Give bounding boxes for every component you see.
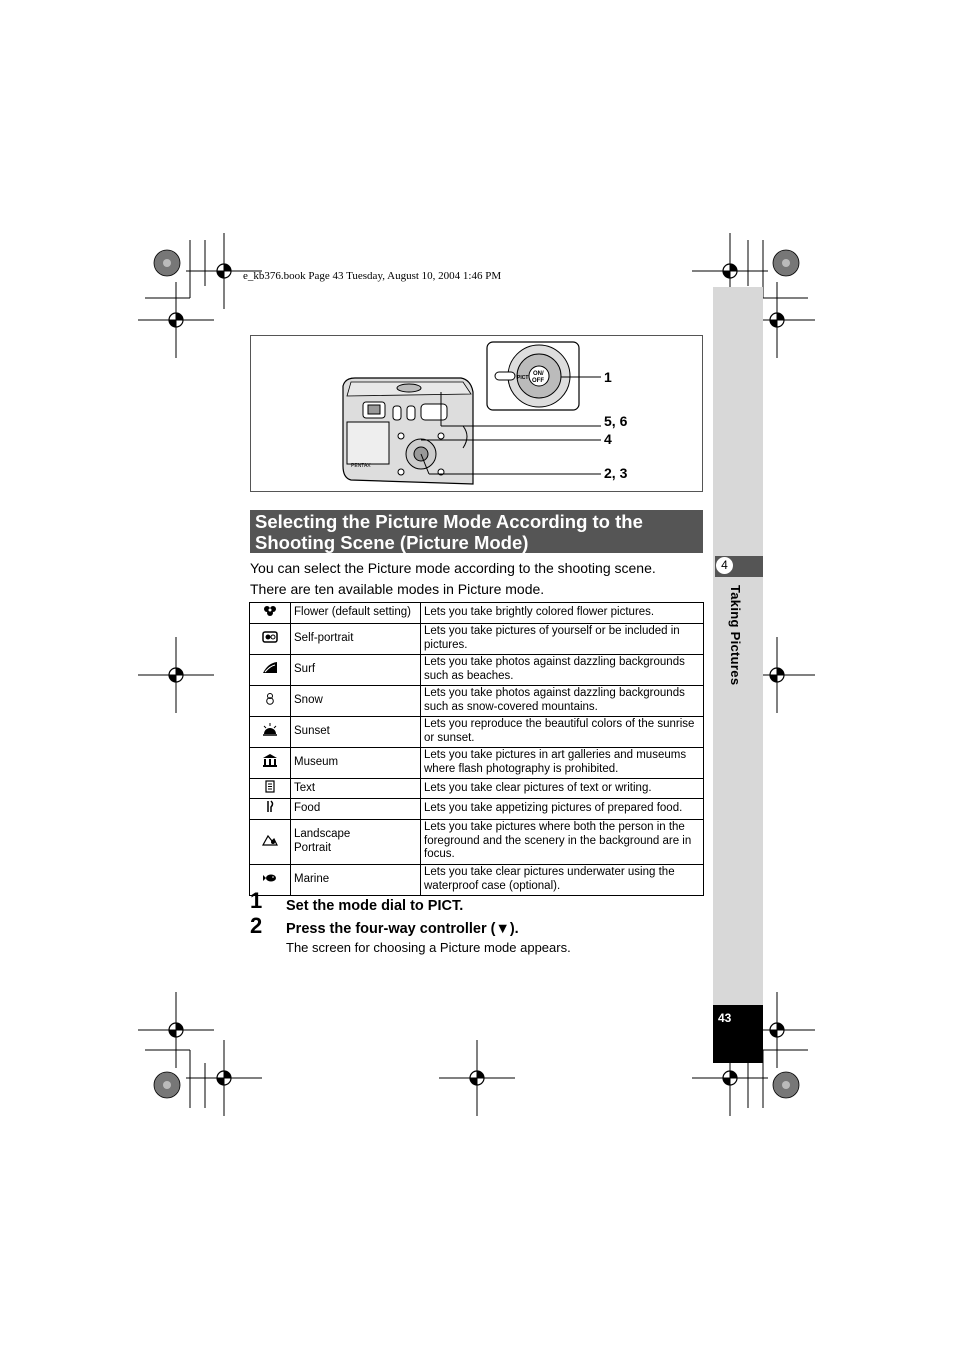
mode-name: Sunset <box>290 715 421 748</box>
intro-paragraph-1: You can select the Picture mode accordin… <box>250 560 656 576</box>
table-row: Landscape Portrait Lets you take picture… <box>249 818 704 865</box>
mode-name-line2: Portrait <box>294 841 332 854</box>
table-row: Marine Lets you take clear pictures unde… <box>249 863 704 896</box>
sunset-icon <box>249 715 291 748</box>
marine-icon <box>249 863 291 896</box>
mode-name: Surf <box>290 653 421 686</box>
section-title-line1: Selecting the Picture Mode According to … <box>255 511 643 532</box>
intro-paragraph-2: There are ten available modes in Picture… <box>250 581 545 597</box>
mode-description: Lets you take pictures of yourself or be… <box>420 622 704 655</box>
picture-modes-table: Flower (default setting) Lets you take b… <box>249 602 704 896</box>
snow-icon <box>249 684 291 717</box>
callout-1: 1 <box>604 369 612 385</box>
text-icon <box>249 777 291 799</box>
mode-name: Museum <box>290 746 421 779</box>
table-row: Text Lets you take clear pictures of tex… <box>249 777 704 799</box>
flower-icon <box>249 602 291 624</box>
self-portrait-icon <box>249 622 291 655</box>
mode-description: Lets you take appetizing pictures of pre… <box>420 798 704 820</box>
mode-name: Snow <box>290 684 421 717</box>
mode-name: Self-portrait <box>290 622 421 655</box>
printer-info-line: e_kb376.book Page 43 Tuesday, August 10,… <box>243 270 502 282</box>
mode-name-line1: Landscape <box>294 828 351 840</box>
page-number-block <box>713 1005 763 1063</box>
surf-icon <box>249 653 291 686</box>
callout-4: 4 <box>604 431 612 447</box>
step-2-note: The screen for choosing a Picture mode a… <box>286 940 571 955</box>
chapter-label: Taking Pictures <box>728 585 743 686</box>
camera-figure: PENTAX ON/ OFF PICT 1 5, 6 4 2, 3 <box>250 335 703 492</box>
svg-text:PENTAX: PENTAX <box>351 463 371 469</box>
table-row: Flower (default setting) Lets you take b… <box>249 602 704 624</box>
callout-5-6: 5, 6 <box>604 413 628 429</box>
step-2-number: 2 <box>250 913 263 938</box>
mode-name: Flower (default setting) <box>290 602 421 624</box>
chapter-side-tab <box>713 287 763 1005</box>
landscape-portrait-icon <box>249 818 291 865</box>
table-row: Food Lets you take appetizing pictures o… <box>249 798 704 820</box>
dial-on-label: ON/ <box>533 371 544 377</box>
table-row: Sunset Lets you reproduce the beautiful … <box>249 715 704 748</box>
dial-off-label: OFF <box>532 378 544 384</box>
food-icon <box>249 798 291 820</box>
camera-illustration: PENTAX ON/ OFF PICT <box>342 341 601 485</box>
mode-description: Lets you take brightly colored flower pi… <box>420 602 704 624</box>
table-row: Self-portrait Lets you take pictures of … <box>249 622 704 655</box>
mode-name: Marine <box>290 863 421 896</box>
mode-name: Landscape Portrait <box>290 818 421 865</box>
chapter-number: 4 <box>715 556 734 575</box>
mode-description: Lets you take clear pictures underwater … <box>420 863 704 896</box>
mode-name: Food <box>290 798 421 820</box>
table-row: Snow Lets you take photos against dazzli… <box>249 684 704 717</box>
mode-description: Lets you take photos against dazzling ba… <box>420 684 704 717</box>
step-1-text: Set the mode dial to PICT. <box>286 898 464 914</box>
mode-description: Lets you reproduce the beautiful colors … <box>420 715 704 748</box>
section-title-line2: Shooting Scene (Picture Mode) <box>255 532 529 553</box>
step-1-number: 1 <box>250 888 263 913</box>
mode-description: Lets you take clear pictures of text or … <box>420 777 704 799</box>
table-row: Museum Lets you take pictures in art gal… <box>249 746 704 779</box>
page-number: 43 <box>718 1011 732 1025</box>
step-2-text: Press the four-way controller (▼). <box>286 921 519 937</box>
section-title: Selecting the Picture Mode According to … <box>250 510 703 553</box>
mode-description: Lets you take pictures where both the pe… <box>420 818 704 865</box>
museum-icon <box>249 746 291 779</box>
table-row: Surf Lets you take photos against dazzli… <box>249 653 704 686</box>
mode-description: Lets you take photos against dazzling ba… <box>420 653 704 686</box>
mode-name: Text <box>290 777 421 799</box>
dial-pict-label: PICT <box>517 375 528 381</box>
mode-description: Lets you take pictures in art galleries … <box>420 746 704 779</box>
callout-2-3: 2, 3 <box>604 465 628 481</box>
